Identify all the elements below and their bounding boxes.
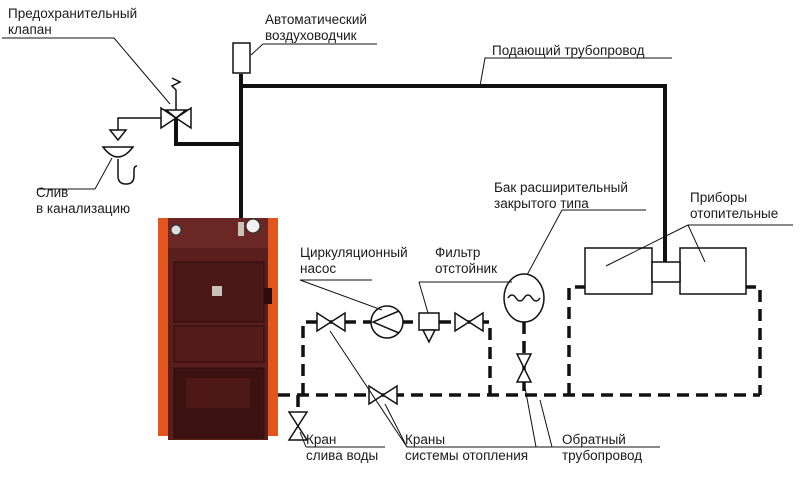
expansion-tank	[503, 273, 545, 323]
label-drain-tap: Кран слива воды	[306, 432, 378, 464]
label-radiators-line2: отопительные	[690, 206, 779, 221]
label-air-vent: Автоматический воздуховодчик	[265, 12, 367, 44]
boiler	[158, 218, 278, 440]
label-filter-line1: Фильтр	[435, 245, 481, 260]
valves	[287, 311, 533, 441]
label-supply-pipe-line1: Подающий трубопровод	[492, 43, 645, 58]
label-safety-valve: Предохранительный клапан	[8, 6, 137, 38]
air-vent	[232, 42, 251, 74]
label-safety-valve-line1: Предохранительный	[8, 6, 138, 21]
label-return-pipe: Обратный трубопровод	[562, 432, 642, 464]
label-air-vent-line1: Автоматический	[265, 12, 367, 27]
label-drain-tap-line2: слива воды	[306, 448, 379, 463]
label-air-vent-line2: воздуховодчик	[265, 28, 357, 43]
label-drain-tap-line1: Кран	[306, 432, 337, 447]
label-safety-valve-line2: клапан	[8, 22, 52, 37]
label-radiators: Приборы отопительные	[690, 190, 778, 222]
label-drain: Слив в канализацию	[36, 185, 130, 217]
label-filter: Фильтр отстойник	[435, 245, 497, 277]
filter-sump	[418, 312, 440, 344]
label-return-pipe-line2: трубопровод	[562, 448, 643, 463]
label-heating-taps-line2: системы отопления	[405, 448, 529, 463]
radiators	[584, 247, 747, 295]
label-expansion-tank-line1: Бак расширительный	[494, 180, 628, 195]
label-drain-line2: в канализацию	[36, 201, 131, 216]
label-pump-line1: Циркуляционный	[300, 245, 408, 260]
label-heating-taps: Краны системы отопления	[405, 432, 528, 464]
label-return-pipe-line1: Обратный	[562, 432, 626, 447]
label-supply-pipe: Подающий трубопровод	[492, 43, 644, 59]
safety-valve	[117, 77, 192, 130]
drain-funnel	[101, 129, 138, 185]
label-pump: Циркуляционный насос	[300, 245, 408, 277]
label-expansion-tank: Бак расширительный закрытого типа	[494, 180, 628, 212]
label-radiators-line1: Приборы	[690, 190, 748, 205]
label-heating-taps-line1: Краны	[405, 432, 446, 447]
label-expansion-tank-line2: закрытого типа	[494, 196, 589, 211]
label-pump-line2: насос	[300, 261, 337, 276]
circulation-pump	[370, 305, 404, 339]
supply-pipe	[174, 74, 667, 262]
label-drain-line1: Слив	[36, 185, 69, 200]
leader-lines	[2, 37, 793, 448]
label-filter-line2: отстойник	[435, 261, 497, 276]
